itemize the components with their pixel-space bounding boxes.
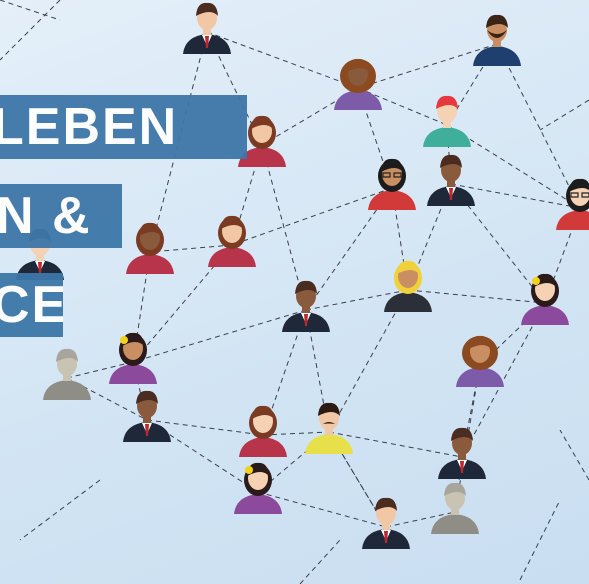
person-silhouette-icon — [43, 348, 91, 400]
connection-line — [19, 479, 101, 541]
person-silhouette-icon — [431, 482, 479, 534]
person-long-hair-icon — [238, 115, 286, 167]
connection-line — [357, 43, 498, 89]
title-text-line-2: N & — [0, 187, 92, 245]
connection-line — [299, 539, 341, 584]
connection-line — [328, 289, 409, 433]
connection-line — [0, 0, 61, 21]
person-glasses-icon — [556, 178, 589, 230]
person-long-hair-icon — [208, 215, 256, 267]
connection-line — [450, 183, 546, 304]
connection-line — [328, 431, 463, 458]
connection-line — [149, 31, 208, 253]
person-curly-hair-icon — [334, 58, 382, 110]
connection-line — [0, 0, 61, 61]
connection-line — [496, 43, 581, 209]
connection-line — [146, 419, 264, 436]
connection-line — [66, 377, 148, 421]
connection-line — [132, 244, 233, 363]
connection-line — [132, 309, 307, 363]
connection-line — [262, 431, 330, 436]
person-curly-hair-icon — [456, 335, 504, 387]
person-suit-icon — [362, 497, 410, 549]
person-blonde-icon — [384, 260, 432, 312]
title-banner-line-2: N & — [0, 184, 122, 248]
person-suit-icon — [427, 154, 475, 206]
title-banner-line-1: LEBEN — [0, 95, 247, 159]
connection-line — [559, 429, 589, 481]
title-text-line-1: LEBEN — [0, 98, 179, 156]
person-flower-icon — [521, 273, 569, 325]
person-long-hair-icon — [126, 222, 174, 274]
person-glasses-icon — [368, 158, 416, 210]
connection-line — [66, 361, 134, 379]
connection-line — [446, 124, 581, 209]
person-red-hair-icon — [423, 95, 471, 147]
title-text-line-3: CE — [0, 276, 63, 334]
person-suit-icon — [183, 2, 231, 54]
connection-line — [407, 289, 546, 304]
person-flower-icon — [234, 462, 282, 514]
connection-line — [357, 87, 448, 126]
connection-line — [149, 244, 233, 253]
person-suit-icon — [123, 390, 171, 442]
connection-line — [450, 183, 581, 209]
connection-line — [261, 144, 307, 311]
connection-line — [231, 187, 393, 246]
connection-line — [206, 31, 359, 89]
connection-line — [446, 43, 498, 126]
connection-line — [257, 431, 330, 493]
person-flower-icon — [109, 332, 157, 384]
person-long-hair-icon — [239, 405, 287, 457]
connection-line — [385, 511, 456, 528]
person-mustache-icon — [305, 402, 353, 454]
connection-line — [519, 499, 561, 581]
people-nodes — [16, 2, 589, 549]
person-suit-icon — [438, 427, 486, 479]
connection-line — [305, 187, 393, 311]
connection-line — [257, 491, 387, 528]
connection-line — [539, 99, 589, 131]
person-suit-icon — [282, 280, 330, 332]
title-banner-line-3: CE — [0, 273, 63, 337]
connection-line — [461, 302, 546, 458]
connection-line — [461, 364, 481, 458]
person-beard-icon — [473, 14, 521, 66]
